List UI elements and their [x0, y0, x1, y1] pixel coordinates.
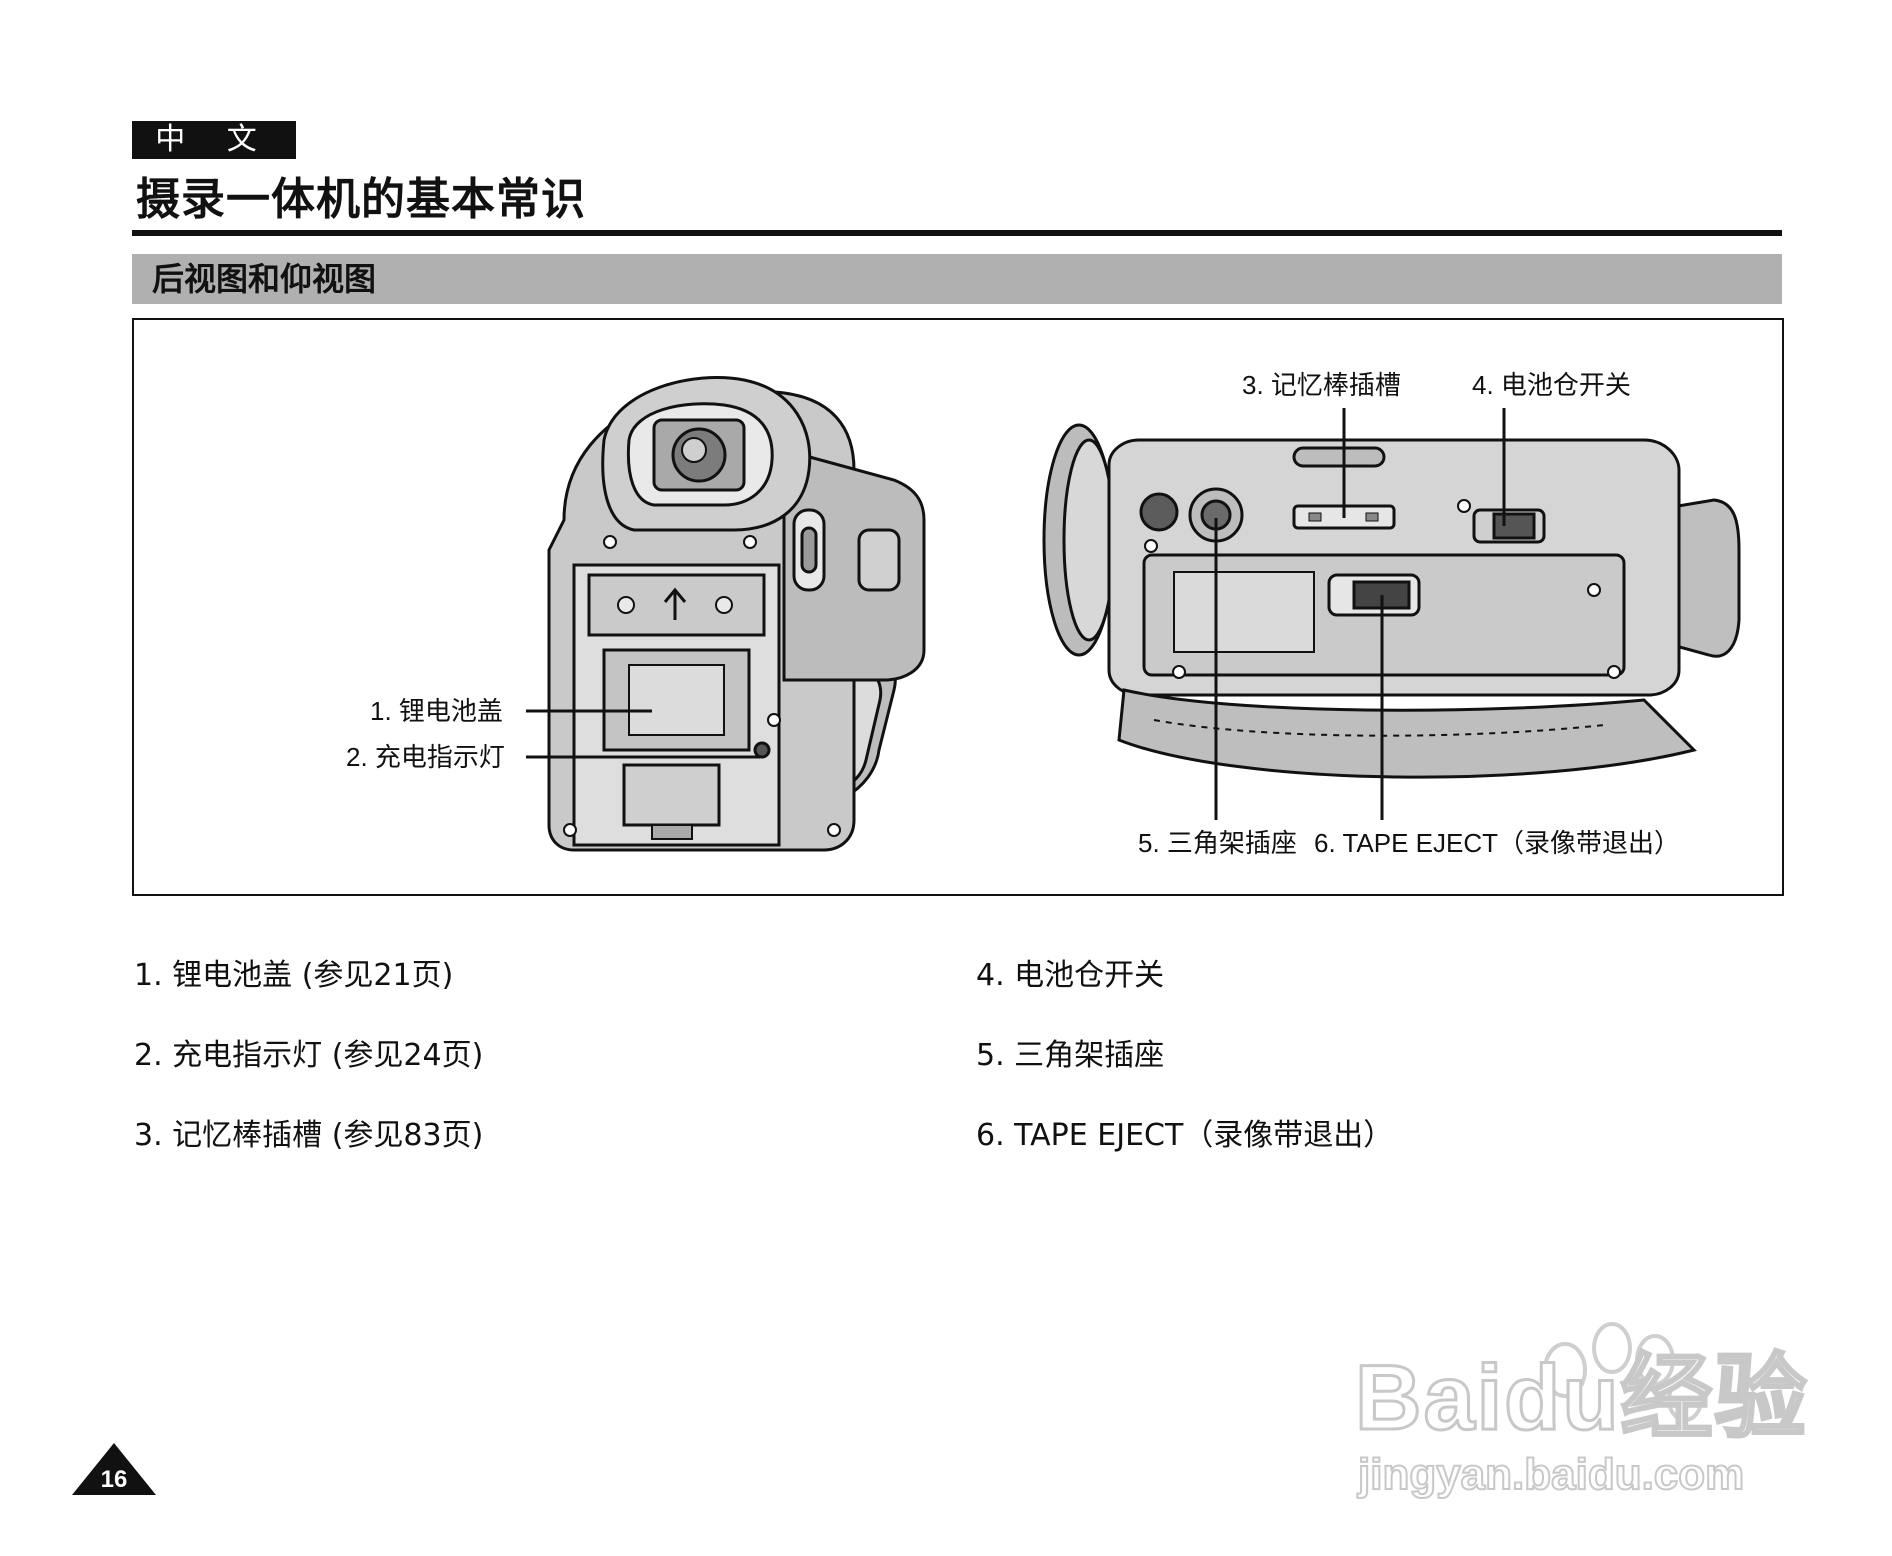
callout-battery-switch: 4. 电池仓开关 — [1472, 370, 1631, 400]
section-header: 后视图和仰视图 — [132, 254, 1782, 304]
callout-memory-stick-slot: 3. 记忆棒插槽 — [1242, 370, 1401, 400]
legend-item-4: 4. 电池仓开关 — [976, 958, 1165, 993]
legend-item-3: 3. 记忆棒插槽 (参见83页) — [134, 1118, 484, 1153]
page-title: 摄录一体机的基本常识 — [136, 174, 586, 225]
title-divider — [132, 230, 1782, 236]
watermark-brand: Baidu经验 — [1354, 1347, 1809, 1450]
rear-view-illustration — [547, 376, 926, 852]
legend-item-5: 5. 三角架插座 — [976, 1038, 1165, 1073]
watermark-url: jingyan.baidu.com — [1357, 1449, 1745, 1500]
page-number: 16 — [100, 1466, 128, 1493]
legend-item-6: 6. TAPE EJECT（录像带退出） — [976, 1118, 1394, 1153]
legend-item-2: 2. 充电指示灯 (参见24页) — [134, 1038, 484, 1073]
callout-tripod-socket: 5. 三角架插座 — [1138, 828, 1297, 858]
callout-tape-eject: 6. TAPE EJECT（录像带退出） — [1314, 828, 1680, 858]
callout-battery-cover: 1. 锂电池盖 — [370, 696, 503, 726]
callout-charge-indicator: 2. 充电指示灯 — [346, 742, 505, 772]
legend-item-1: 1. 锂电池盖 (参见21页) — [134, 958, 454, 993]
page-number-triangle — [72, 1443, 156, 1495]
baidu-paw-watermark-icon — [1543, 1322, 1703, 1422]
callout-leaders — [526, 408, 1506, 820]
language-tab: 中 文 — [132, 121, 296, 159]
camcorder-figure: 1. 锂电池盖 2. 充电指示灯 3. 记忆棒插槽 4. 电池仓开关 5. 三角… — [132, 318, 1784, 896]
section-title: 后视图和仰视图 — [152, 260, 377, 298]
bottom-view-illustration — [1042, 423, 1741, 779]
